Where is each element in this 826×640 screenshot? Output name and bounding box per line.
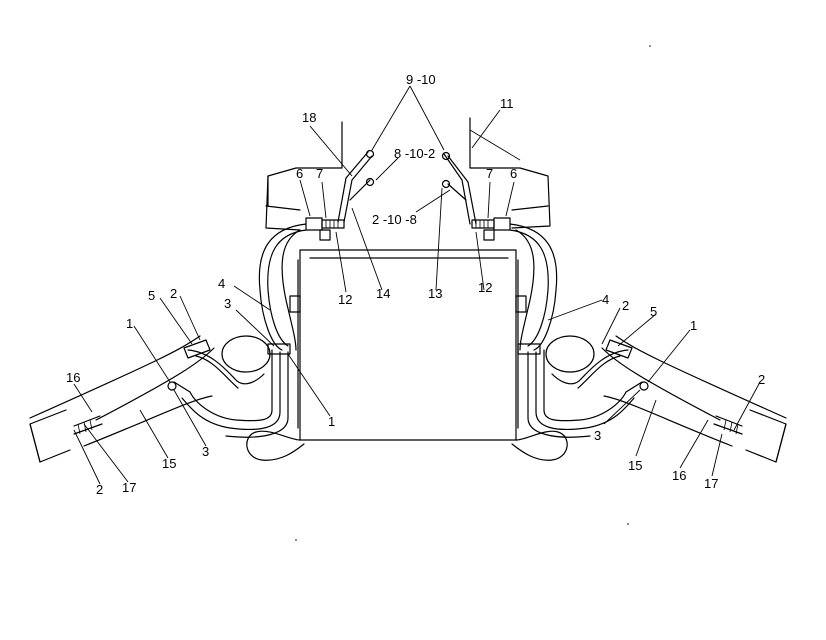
callout-9-10: 9 -10 bbox=[406, 72, 436, 87]
center-pipes bbox=[337, 149, 477, 225]
right-arm bbox=[601, 335, 787, 463]
callout-3-left-top: 3 bbox=[224, 296, 231, 311]
callout-15-right: 15 bbox=[628, 458, 642, 473]
callout-11: 11 bbox=[500, 96, 514, 111]
callout-13: 13 bbox=[428, 286, 442, 301]
callout-12-left: 12 bbox=[338, 292, 352, 307]
upper-fittings-right bbox=[471, 217, 511, 241]
callout-14: 14 bbox=[376, 286, 390, 301]
callout-6-right: 6 bbox=[510, 166, 517, 181]
callout-6-left: 6 bbox=[296, 166, 303, 181]
callout-2-right-top: 2 bbox=[622, 298, 629, 313]
callout-7-left: 7 bbox=[316, 166, 323, 181]
callout-3-right: 3 bbox=[594, 428, 601, 443]
callout-16-left: 16 bbox=[66, 370, 80, 385]
callout-2-10-8: 2 -10 -8 bbox=[372, 212, 417, 227]
leader-lines bbox=[73, 85, 761, 485]
callout-2-right-bottom: 2 bbox=[758, 372, 765, 387]
callout-1-left-inner: 1 bbox=[328, 414, 335, 429]
callout-labels: 9 -10 11 18 8 -10-2 6 7 7 6 2 -10 -8 12 … bbox=[66, 72, 765, 497]
left-arm bbox=[29, 335, 215, 463]
callout-17-right: 17 bbox=[704, 476, 718, 491]
central-body bbox=[246, 249, 568, 461]
callout-7-right: 7 bbox=[486, 166, 493, 181]
callout-12-right: 12 bbox=[478, 280, 492, 295]
callout-5-right: 5 bbox=[650, 304, 657, 319]
upper-fittings-left bbox=[305, 217, 345, 241]
callout-4-left: 4 bbox=[218, 276, 225, 291]
callout-17-left: 17 bbox=[122, 480, 136, 495]
callout-5-left: 5 bbox=[148, 288, 155, 303]
callout-2-left-bottom: 2 bbox=[96, 482, 103, 497]
callout-1-left-outer: 1 bbox=[126, 316, 133, 331]
stray-marks bbox=[295, 45, 651, 541]
upper-frame-outline bbox=[265, 117, 551, 231]
callout-2-left-top: 2 bbox=[170, 286, 177, 301]
callout-15-left: 15 bbox=[162, 456, 176, 471]
right-hoses bbox=[509, 223, 643, 438]
callout-4-right: 4 bbox=[602, 292, 609, 307]
callout-1-right: 1 bbox=[690, 318, 697, 333]
left-hoses bbox=[173, 223, 307, 438]
callout-8-10-2: 8 -10-2 bbox=[394, 146, 435, 161]
callout-18: 18 bbox=[302, 110, 316, 125]
callout-3-left-bottom: 3 bbox=[202, 444, 209, 459]
callout-16-right: 16 bbox=[672, 468, 686, 483]
